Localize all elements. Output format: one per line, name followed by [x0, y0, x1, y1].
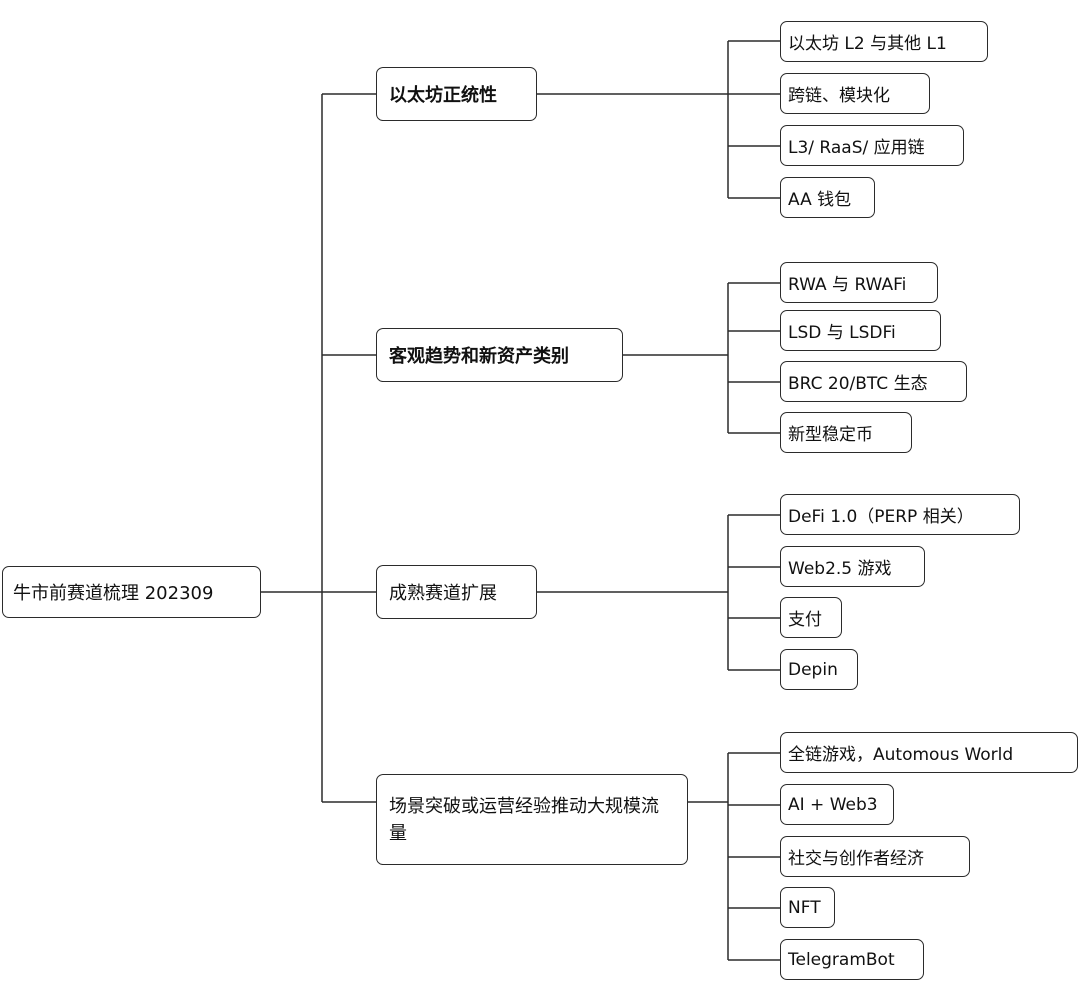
leaf-label: AA 钱包: [788, 190, 852, 210]
leaf-node[interactable]: 支付: [780, 597, 842, 638]
leaf-label: LSD 与 LSDFi: [788, 323, 896, 343]
leaf-node[interactable]: NFT: [780, 887, 835, 928]
leaf-node[interactable]: AA 钱包: [780, 177, 875, 218]
leaf-label: 社交与创作者经济: [788, 849, 924, 869]
leaf-label: AI + Web3: [788, 794, 878, 815]
leaf-label: DeFi 1.0（PERP 相关）: [788, 507, 974, 527]
branch-label: 成熟赛道扩展: [389, 583, 497, 604]
leaf-label: 以太坊 L2 与其他 L1: [788, 34, 947, 54]
leaf-node[interactable]: LSD 与 LSDFi: [780, 310, 941, 351]
leaf-label: 支付: [788, 610, 822, 630]
leaf-node[interactable]: BRC 20/BTC 生态: [780, 361, 967, 402]
branch-node-new-asset-classes[interactable]: 客观趋势和新资产类别: [376, 328, 623, 382]
leaf-node[interactable]: 跨链、模块化: [780, 73, 930, 114]
leaf-label: TelegramBot: [788, 949, 895, 970]
root-node[interactable]: 牛市前赛道梳理 202309: [2, 566, 261, 618]
branch-label: 场景突破或运营经验推动大规模流量: [389, 795, 659, 844]
leaf-label: RWA 与 RWAFi: [788, 275, 907, 295]
leaf-label: 全链游戏，Automous World: [788, 745, 1014, 765]
leaf-node[interactable]: RWA 与 RWAFi: [780, 262, 938, 303]
leaf-label: NFT: [788, 897, 821, 918]
leaf-node[interactable]: Depin: [780, 649, 858, 690]
branch-node-mature-sector-expansion[interactable]: 成熟赛道扩展: [376, 565, 537, 619]
leaf-label: Depin: [788, 659, 838, 680]
leaf-node[interactable]: TelegramBot: [780, 939, 924, 980]
branch-node-scenario-breakthrough[interactable]: 场景突破或运营经验推动大规模流量: [376, 774, 688, 865]
leaf-label: BRC 20/BTC 生态: [788, 374, 928, 394]
branch-label: 客观趋势和新资产类别: [389, 346, 569, 367]
leaf-label: 跨链、模块化: [788, 86, 890, 106]
leaf-node[interactable]: 社交与创作者经济: [780, 836, 970, 877]
leaf-label: L3/ RaaS/ 应用链: [788, 138, 925, 158]
branch-label: 以太坊正统性: [389, 85, 497, 106]
leaf-node[interactable]: AI + Web3: [780, 784, 894, 825]
leaf-node[interactable]: 新型稳定币: [780, 412, 912, 453]
leaf-label: Web2.5 游戏: [788, 559, 892, 579]
branch-node-ethereum-orthodoxy[interactable]: 以太坊正统性: [376, 67, 537, 121]
leaf-node[interactable]: DeFi 1.0（PERP 相关）: [780, 494, 1020, 535]
leaf-node[interactable]: L3/ RaaS/ 应用链: [780, 125, 964, 166]
leaf-label: 新型稳定币: [788, 425, 873, 445]
leaf-node[interactable]: 以太坊 L2 与其他 L1: [780, 21, 988, 62]
leaf-node[interactable]: 全链游戏，Automous World: [780, 732, 1078, 773]
root-label: 牛市前赛道梳理 202309: [13, 583, 214, 604]
leaf-node[interactable]: Web2.5 游戏: [780, 546, 925, 587]
